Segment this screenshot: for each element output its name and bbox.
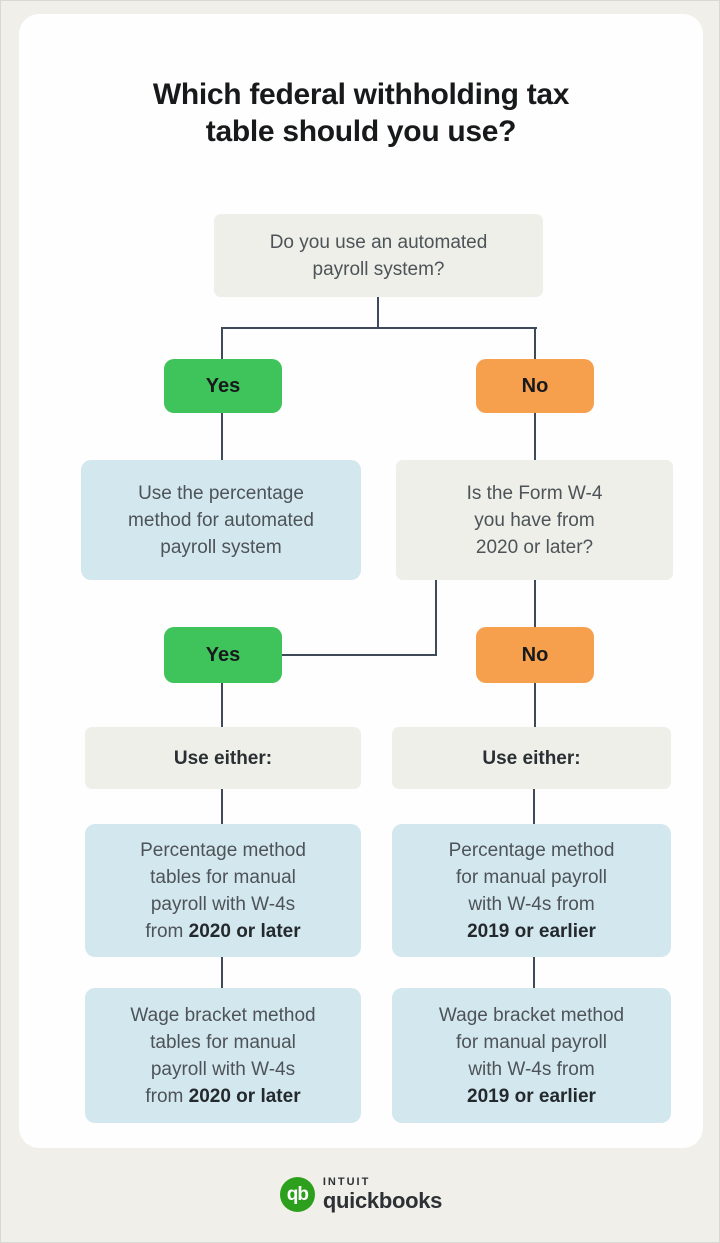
- node-percentage-method-2020: Percentage method tables for manual payr…: [85, 824, 361, 957]
- node-use-either-left: Use either:: [85, 727, 361, 789]
- node-text: Wage bracket method for manual payroll w…: [438, 1004, 625, 1107]
- qb-glyph: qb: [286, 1183, 309, 1205]
- yes-badge-1: Yes: [164, 359, 282, 413]
- quickbooks-circle-icon: qb: [279, 1177, 315, 1212]
- connector-w4-yes-elbow-horizontal: [282, 654, 437, 656]
- connector-percentage-right-down: [533, 957, 535, 988]
- bold-year-range: 2019 or earlier: [467, 1085, 596, 1107]
- yes-label: Yes: [205, 374, 241, 397]
- bold-year-range: 2019 or earlier: [467, 920, 596, 942]
- connector-w4-yes-elbow-vertical: [435, 580, 437, 656]
- connector-branch-right: [534, 327, 536, 359]
- connector-yes1-down: [221, 413, 223, 460]
- connector-stem: [377, 297, 379, 328]
- no-label: No: [521, 374, 549, 397]
- node-percentage-automated-result: Use the percentage method for automated …: [81, 460, 361, 580]
- yes-badge-2: Yes: [164, 627, 282, 683]
- flowchart-card: Which federal withholding tax table shou…: [19, 14, 703, 1148]
- connector-branch-bar: [221, 327, 537, 329]
- yes-label: Yes: [205, 643, 241, 666]
- no-label: No: [521, 643, 549, 666]
- use-either-label: Use either:: [482, 747, 581, 769]
- node-text: Do you use an automated payroll system?: [269, 231, 488, 280]
- connector-percentage-left-down: [221, 957, 223, 988]
- connector-yes2-down: [221, 683, 223, 727]
- node-question-w4-year: Is the Form W-4 you have from 2020 or la…: [396, 460, 673, 580]
- use-either-label: Use either:: [173, 747, 273, 769]
- page-title: Which federal withholding tax table shou…: [152, 78, 570, 148]
- node-text: Use the percentage method for automated …: [128, 482, 314, 558]
- no-badge-2: No: [476, 627, 594, 683]
- node-text: Percentage method tables for manual payr…: [140, 839, 306, 942]
- node-wage-bracket-2019: Wage bracket method for manual payroll w…: [392, 988, 671, 1123]
- connector-use-either-left-down: [221, 789, 223, 824]
- node-text: Percentage method for manual payroll wit…: [448, 839, 615, 942]
- node-percentage-method-2019: Percentage method for manual payroll wit…: [392, 824, 671, 957]
- no-badge-1: No: [476, 359, 594, 413]
- intuit-wordmark: INTUIT: [322, 1176, 371, 1188]
- node-text: Is the Form W-4 you have from 2020 or la…: [466, 482, 603, 558]
- quickbooks-wordmark: quickbooks: [322, 1188, 443, 1213]
- node-text: Wage bracket method tables for manual pa…: [130, 1004, 316, 1107]
- node-wage-bracket-2020: Wage bracket method tables for manual pa…: [85, 988, 361, 1123]
- brand-wordmark: INTUIT quickbooks: [322, 1176, 443, 1213]
- connector-branch-left: [221, 327, 223, 359]
- node-use-either-right: Use either:: [392, 727, 671, 789]
- connector-w4-no-down: [534, 580, 536, 627]
- bold-year-range: 2020 or later: [188, 1085, 301, 1107]
- connector-use-either-right-down: [533, 789, 535, 824]
- quickbooks-logo: qb INTUIT quickbooks: [1, 1176, 719, 1213]
- node-question-automated-payroll: Do you use an automated payroll system?: [214, 214, 543, 297]
- bold-year-range: 2020 or later: [188, 920, 301, 942]
- connector-no1-down: [534, 413, 536, 460]
- connector-no2-down: [534, 683, 536, 727]
